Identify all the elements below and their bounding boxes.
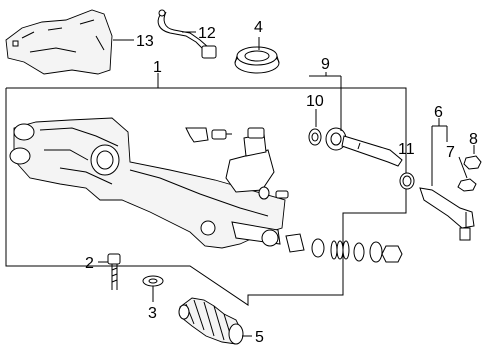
callout-3: 3: [148, 305, 157, 322]
inner-tie-rod-part-9: [325, 127, 403, 167]
bolt-part-2: [107, 253, 121, 290]
spring-coil: [330, 240, 350, 260]
assembly-boundary-frame: [5, 87, 407, 306]
heat-shield-part-13: [5, 9, 113, 75]
callout-5: 5: [255, 329, 264, 346]
callout-13: 13: [136, 33, 154, 50]
callout-7: 7: [446, 144, 455, 161]
callout-6: 6: [434, 104, 443, 121]
washer-part-3: [142, 275, 164, 287]
wire-harness-part-12: [157, 9, 217, 59]
mounting-bracket: [185, 127, 232, 143]
callout-4: 4: [254, 19, 263, 36]
callout-11: 11: [398, 141, 415, 158]
callout-1: 1: [153, 59, 162, 76]
leader-lines: [98, 31, 475, 337]
callout-9: 9: [321, 56, 330, 73]
jam-nut-part-11: [399, 172, 415, 190]
small-bolt-and-washer: [258, 186, 289, 200]
steering-gear-assembly-part-1: [9, 117, 286, 249]
bellows-boot-part-5: [178, 297, 244, 345]
callout-2: 2: [85, 255, 94, 272]
dust-seal-part-4: [234, 46, 280, 74]
tie-rod-end-part-6: [419, 187, 475, 241]
callout-10: 10: [306, 93, 324, 110]
nut-part-7: [457, 178, 477, 192]
rack-seals-and-spring: [285, 233, 403, 263]
cotter-nut-part-8: [463, 155, 482, 170]
lock-washer-part-10: [308, 128, 322, 146]
callout-12: 12: [198, 25, 216, 42]
callout-8: 8: [469, 131, 478, 148]
